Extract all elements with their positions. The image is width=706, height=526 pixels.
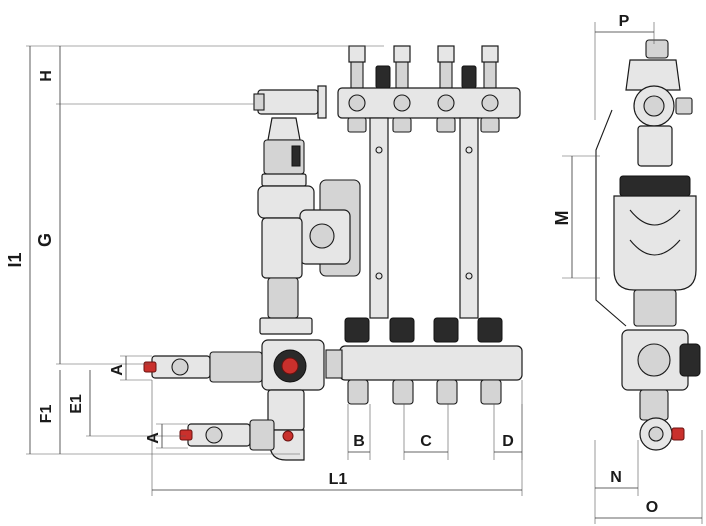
side-view xyxy=(595,39,701,451)
dim-label-O: O xyxy=(646,499,658,516)
dim-label-M: M xyxy=(552,211,572,226)
dim-label-N: N xyxy=(610,469,622,486)
dim-label-D: D xyxy=(502,433,514,450)
dim-label-E1: E1 xyxy=(68,394,85,414)
dim-label-B: B xyxy=(353,433,365,450)
front-dimensions: I1 H G F1 E1 A A B C D L1 xyxy=(5,45,523,496)
ball-valve-upper xyxy=(143,351,263,383)
ball-valve-lower xyxy=(179,419,275,451)
mounting-brackets xyxy=(369,117,479,319)
dim-label-P: P xyxy=(619,13,630,30)
lower-manifold xyxy=(325,317,523,405)
upper-manifold xyxy=(253,85,521,133)
dim-label-G: G xyxy=(35,233,55,247)
dim-label-F1: F1 xyxy=(38,405,55,424)
dim-label-C: C xyxy=(420,433,432,450)
front-view xyxy=(143,45,523,461)
side-dimensions: P M N O xyxy=(552,13,703,524)
flow-meters xyxy=(348,45,499,89)
dim-label-I1: I1 xyxy=(5,252,25,267)
dim-label-A-lower: A xyxy=(145,432,162,444)
dim-label-L1: L1 xyxy=(329,471,348,488)
dim-label-A-upper: A xyxy=(109,364,126,376)
dim-label-H: H xyxy=(38,70,55,82)
pump-group xyxy=(257,117,361,335)
mixing-valve xyxy=(261,339,325,461)
